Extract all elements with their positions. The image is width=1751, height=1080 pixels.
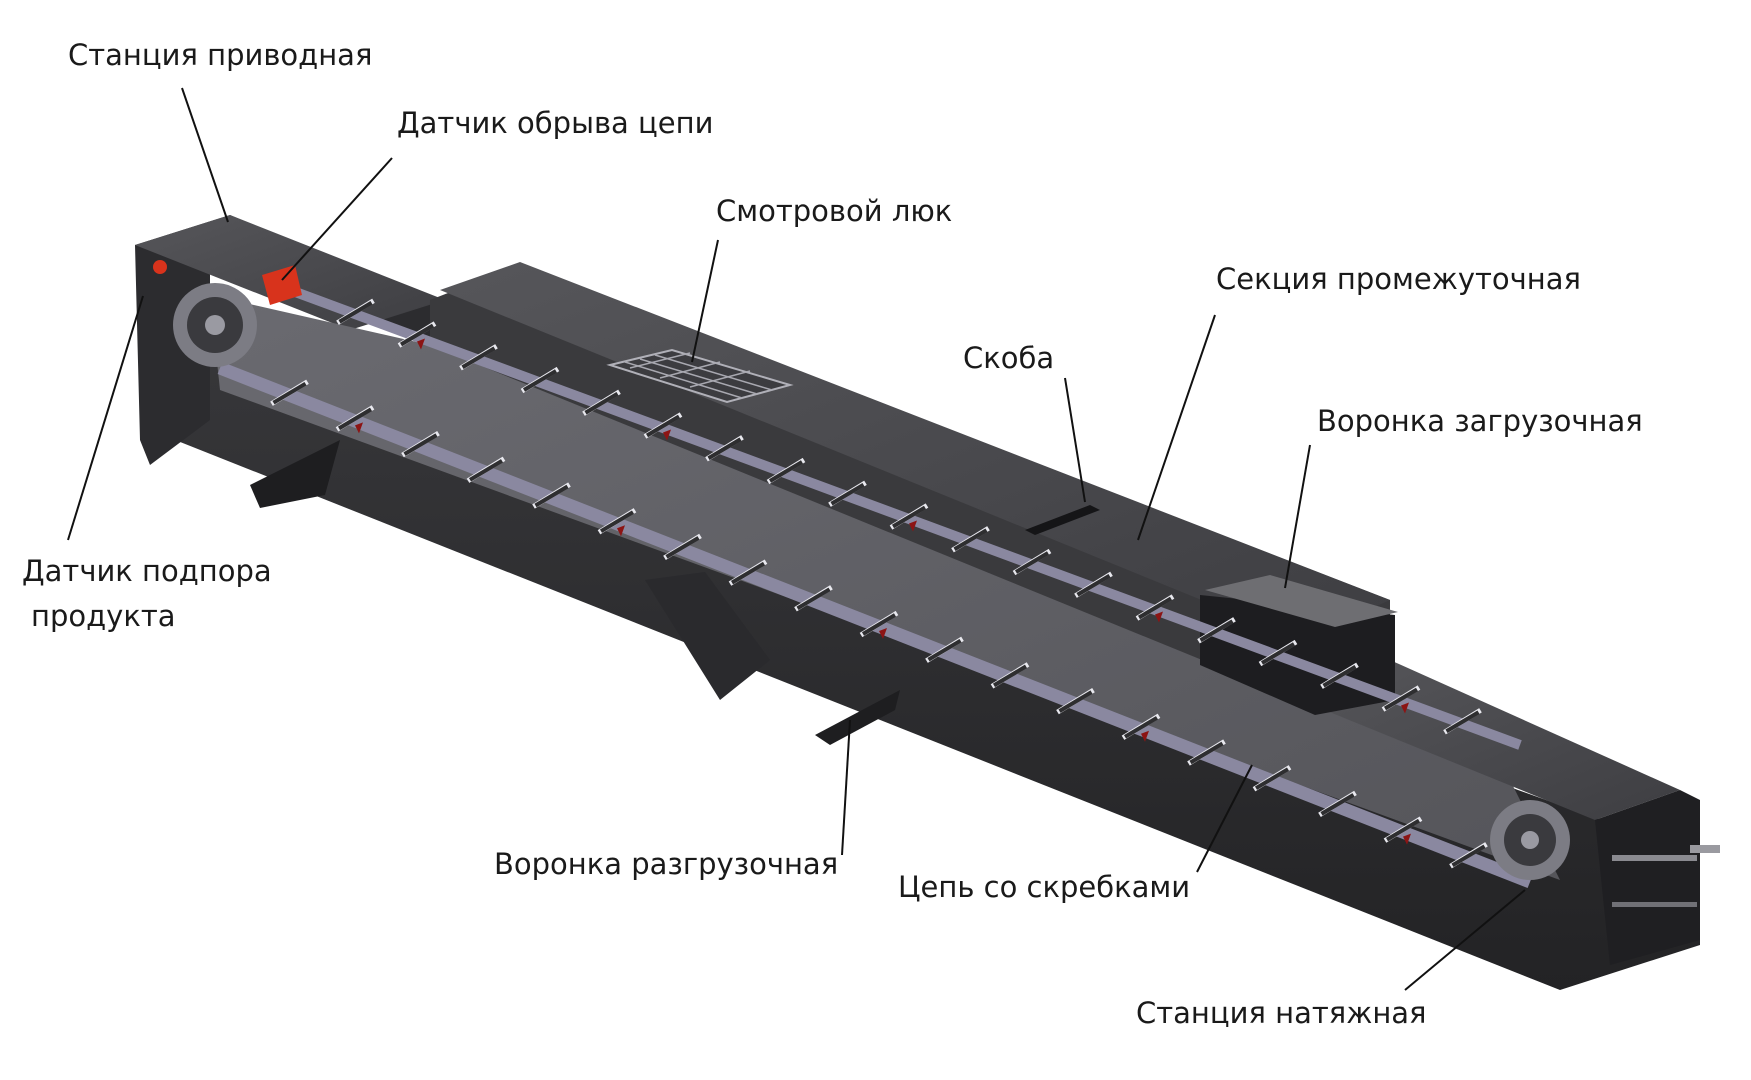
scraper-bar-shadow [730,561,766,585]
scraper-bar-shadow [1451,844,1486,868]
leader-drive-station [181,87,229,223]
scraper-bar-shadow [1385,818,1421,842]
label-intermediate-section: Секция промежуточная [1216,262,1581,296]
scraper-bar-shadow [1137,596,1173,620]
chain-link-marker [1155,611,1163,623]
scraper-bar-shadow [468,459,504,482]
scraper-bar-shadow [953,528,988,551]
chain-link-marker [355,422,363,434]
scraper-bar-shadow [399,323,435,347]
scraper-bar-shadow [1123,716,1159,739]
trough-floor [210,295,1560,880]
tension-station-slot-lower [1612,902,1697,907]
chain-link-marker [617,525,625,537]
scraper-bar-shadow [645,414,681,438]
scraper-bar-shadow [796,587,831,611]
label-bracket: Скоба [963,341,1055,375]
scraper-bar-shadow [665,536,700,559]
tension-station-slot [1612,855,1697,861]
chain-link-marker [1141,730,1149,742]
tension-screw [1690,845,1720,853]
scraper-bar-shadow [992,664,1028,688]
scraper-bar-shadow [1260,642,1296,665]
scraper-bar-shadow [707,437,742,460]
scraper-bar-shadow [534,484,569,508]
scraper-bar-shadow [1189,741,1224,765]
leader-scraper-chain [1196,764,1253,873]
label-unloading-hopper: Воронка разгрузочная [494,847,839,881]
chain-link-marker [909,520,917,532]
inspection-hatch-grate [606,348,794,404]
bracket-plate [1025,505,1100,535]
leader-unloading-hopper [841,719,851,856]
label-tension-station: Станция натяжная [1136,996,1427,1030]
scraper-bar-shadow [337,407,373,431]
scraper-bar-shadow [1058,690,1093,713]
loading-hopper-rim [1205,575,1398,627]
discharge-support-leg [815,690,900,745]
chain-link-marker [417,338,425,350]
scraper-bar-shadow [403,433,438,456]
tension-sprocket [1490,800,1570,880]
scraper-bar-shadow [599,510,635,533]
scraper-bar-shadow [1076,574,1111,597]
drive-sprocket [173,283,257,367]
scraper-bar-shadow [1320,793,1355,816]
scraper-bar-shadow [830,483,865,506]
leader-chain-break-sensor [281,157,393,281]
scraper-bar-shadow [1254,767,1290,790]
label-backup-sensor-line2: продукта [31,599,176,633]
leader-loading-hopper [1284,444,1311,589]
scraper-bar-shadow [1322,665,1357,688]
discharge-chute [645,572,770,700]
leader-intermediate-section [1137,314,1216,541]
scraper-bar-shadow [1014,551,1050,574]
scraper-bar-shadow [768,460,804,483]
leader-inspection-hatch [691,239,719,363]
scraper-bar-shadow [1383,687,1419,711]
tension-station-end [1595,790,1700,965]
scraper-bar-shadow [927,638,962,662]
scraper-bar-shadow [522,369,558,392]
scraper-bar-shadow [338,301,373,324]
label-drive-station: Станция приводная [68,38,373,72]
scraper-bar-shadow [861,613,897,636]
drive-support-leg [250,440,340,508]
scraper-bar-shadow [584,392,619,415]
leader-tension-station [1404,889,1526,991]
chain-link-marker [1403,833,1411,845]
label-inspection-hatch: Смотровой люк [716,194,953,228]
chain-break-sensor [262,265,302,305]
conveyor-body [135,215,1720,990]
scraper-bar-shadow [461,346,496,369]
scraper-bar-shadow [1199,619,1234,642]
scraper-bar-shadow [272,381,307,405]
leader-backup-sensor [67,295,144,541]
scraper-chain [217,285,1533,889]
scraper-bar-shadow [1445,710,1480,733]
chain-link-marker [879,628,887,639]
backup-sensor [153,260,167,274]
leader-lines [67,87,1526,991]
chain-link-marker [1401,702,1409,714]
label-chain-break-sensor: Датчик обрыва цепи [397,106,714,140]
label-scraper-chain: Цепь со скребками [898,870,1191,904]
label-loading-hopper: Воронка загрузочная [1317,404,1643,438]
label-backup-sensor-line1: Датчик подпора [22,554,272,588]
scraper-bar-shadow [891,505,927,529]
chain-link-marker [663,429,671,441]
leader-bracket [1064,377,1086,503]
